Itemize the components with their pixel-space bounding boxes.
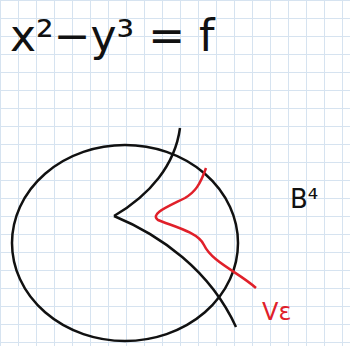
cusp-lower-branch bbox=[114, 216, 236, 327]
fiber-label: Vε bbox=[262, 300, 291, 324]
ball-label: B⁴ bbox=[290, 186, 318, 212]
equation-label: x²−y³ = f bbox=[10, 14, 215, 58]
milnor-fiber-curve bbox=[156, 168, 256, 288]
cusp-upper-branch bbox=[114, 128, 180, 216]
